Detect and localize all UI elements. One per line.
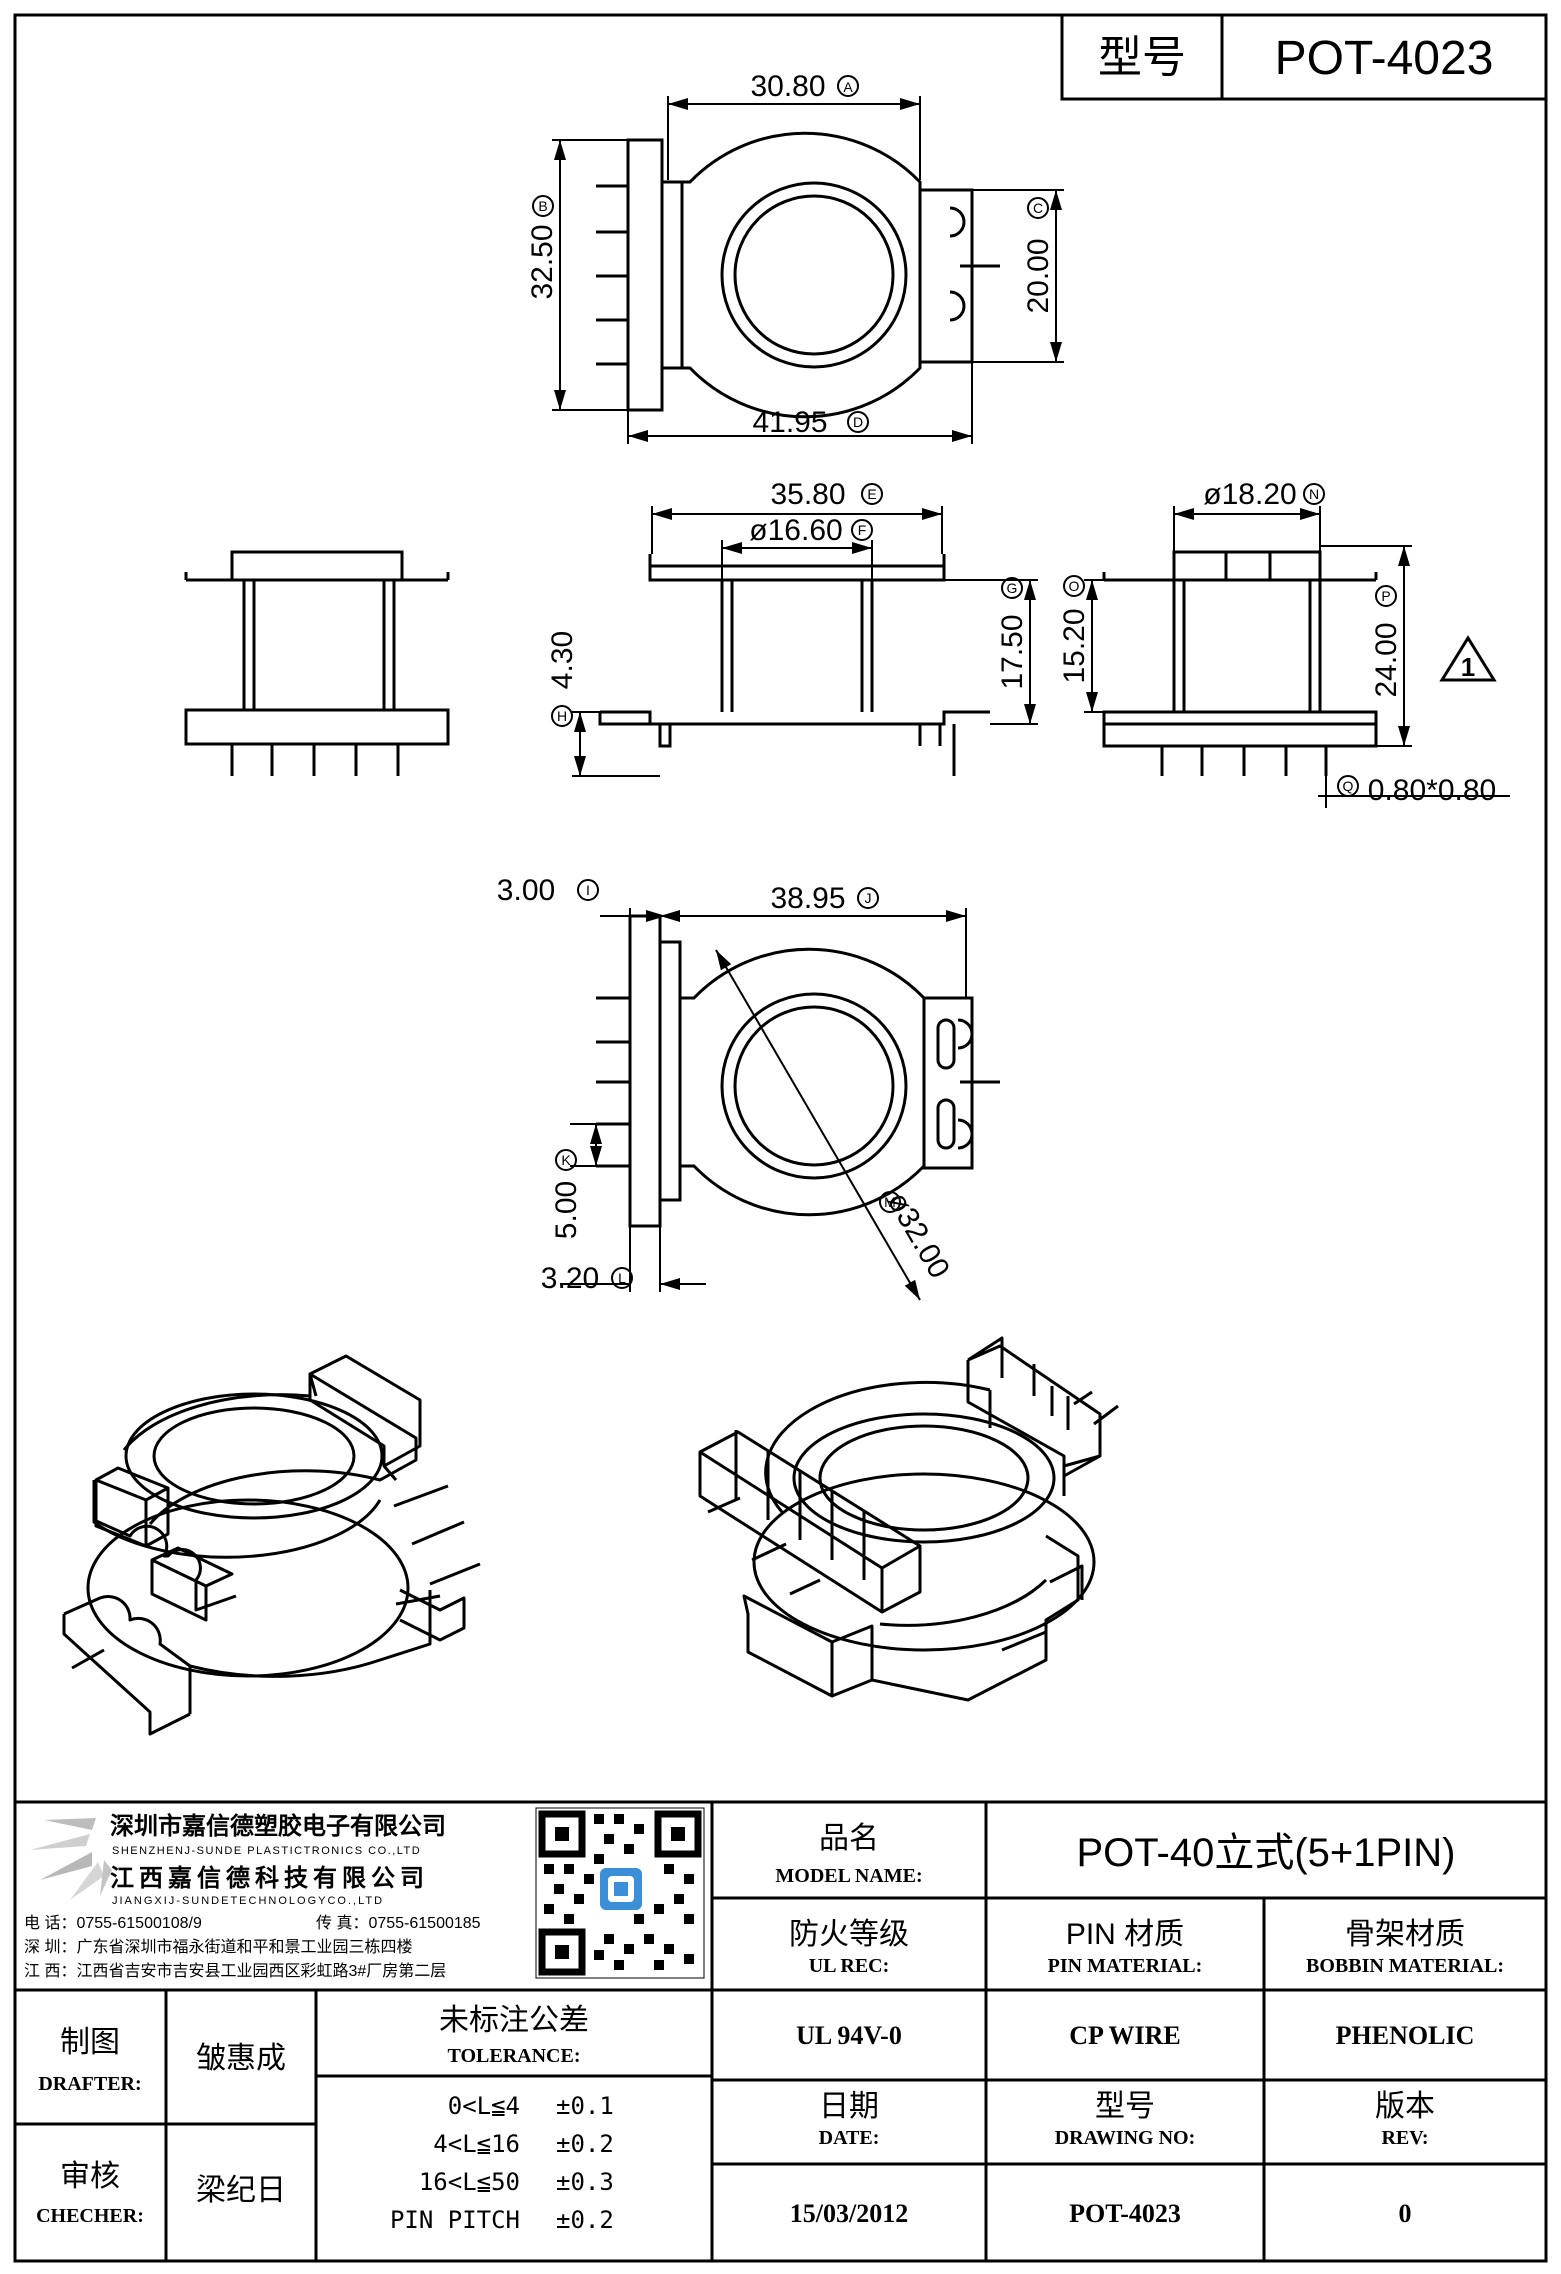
drafter-label-en: DRAFTER:: [38, 2073, 141, 2095]
company-addr-sz: 深 圳：广东省深圳市福永街道和平和景工业园三栋四楼: [24, 1938, 412, 1956]
bobbin-label-cn: 骨架材质: [1345, 1918, 1465, 1951]
company-addr-jx: 江 西：江西省吉安市吉安县工业园西区彩虹路3#厂房第二层: [24, 1962, 446, 1980]
dim-l: 3.20: [541, 1262, 599, 1295]
dim-c: 20.00: [1022, 238, 1055, 313]
model-name-label-cn: 品名: [819, 1822, 879, 1855]
tolerance-value-2: ±0.2: [556, 2130, 614, 2158]
rev-label-en: REV:: [1381, 2127, 1428, 2149]
tolerance-label-en: TOLERANCE:: [448, 2045, 581, 2067]
tolerance-value-1: ±0.1: [556, 2092, 614, 2120]
dim-e-tag: E: [867, 486, 876, 502]
dim-j-tag: J: [865, 890, 872, 906]
drawing-label-en: DRAWING NO:: [1055, 2127, 1196, 2149]
checker-name: 梁纪日: [196, 2174, 286, 2207]
checker-label-en: CHECHER:: [36, 2205, 144, 2227]
drafter-label-cn: 制图: [60, 2026, 120, 2059]
rev-value: 0: [1399, 2199, 1412, 2228]
bottom-view-dims: [560, 908, 967, 1301]
company-fax: 传 真：0755-61500185: [316, 1914, 481, 1932]
dim-g: 17.50: [996, 614, 1029, 689]
date-label-cn: 日期: [819, 2090, 879, 2123]
date-value: 15/03/2012: [790, 2199, 908, 2228]
tolerance-value-4: ±0.2: [556, 2206, 614, 2234]
bottom-view: [596, 914, 1000, 1228]
model-name-value: POT-40立式(5+1PIN): [1076, 1831, 1455, 1875]
isometric-view-2: [698, 1336, 1119, 1702]
dim-f: ø16.60: [749, 514, 842, 547]
dim-f-tag: F: [858, 522, 867, 538]
warning-symbol: 1: [1461, 652, 1475, 682]
company-phone: 电 话：0755-61500108/9: [24, 1914, 202, 1932]
date-label-en: DATE:: [819, 2127, 880, 2149]
dim-d-tag: D: [853, 414, 863, 430]
drawing-label-cn: 型号: [1095, 2090, 1155, 2123]
company2-name-cn: 江西嘉信德科技有限公司: [110, 1864, 429, 1892]
rev-label-cn: 版本: [1375, 2090, 1435, 2123]
dim-p: 24.00: [1370, 622, 1403, 697]
front-middle-dims: [572, 506, 1038, 777]
dim-l-tag: L: [618, 1270, 626, 1286]
dim-m-tag: M: [884, 1194, 896, 1210]
tolerance-range-3: 16<L≦50: [419, 2168, 520, 2196]
ul-label-cn: 防火等级: [789, 1918, 909, 1951]
dim-g-tag: G: [1007, 580, 1018, 596]
dim-i: 3.00: [497, 874, 555, 907]
company2-name-en: JIANGXIJ-SUNDETECHNOLOGYCO.,LTD: [112, 1895, 384, 1907]
dim-i-tag: I: [586, 882, 590, 898]
tolerance-range-4: PIN PITCH: [390, 2206, 520, 2234]
bobbin-value: PHENOLIC: [1336, 2021, 1475, 2050]
header-box: 型号 POT-4023: [1060, 13, 1548, 101]
dim-n: ø18.20: [1203, 478, 1296, 511]
dim-k: 5.00: [550, 1181, 583, 1239]
pin-value: CP WIRE: [1069, 2021, 1181, 2050]
dim-b-tag: B: [538, 198, 547, 214]
front-view-left: [184, 550, 450, 776]
qr-code: [535, 1807, 705, 1979]
company-name-cn: 深圳市嘉信德塑胶电子有限公司: [110, 1812, 446, 1840]
dim-b: 32.50: [526, 224, 559, 299]
front-view-middle: [598, 554, 990, 776]
dim-o-tag: O: [1069, 578, 1080, 594]
side-view-dims: [1084, 506, 1510, 808]
model-name-label-en: MODEL NAME:: [775, 1865, 922, 1887]
header-model: POT-4023: [1275, 32, 1494, 85]
drawing-value: POT-4023: [1069, 2199, 1181, 2228]
dim-q: 0.80*0.80: [1368, 774, 1496, 807]
company-logo: [30, 1818, 112, 1900]
sheet-border: [13, 13, 1548, 2263]
tolerance-range-2: 4<L≦16: [433, 2130, 520, 2158]
dim-h-tag: H: [557, 708, 567, 724]
dim-n-tag: N: [1309, 486, 1319, 502]
dim-a-tag: A: [843, 79, 853, 95]
dim-p-tag: P: [1381, 588, 1390, 604]
dim-c-tag: C: [1033, 200, 1043, 216]
dim-o: 15.20: [1058, 608, 1091, 683]
side-view-right: [1102, 550, 1378, 776]
dim-k-tag: K: [561, 1152, 571, 1168]
dim-d: 41.95: [752, 406, 827, 439]
isometric-view-1: [62, 1354, 481, 1736]
title-block: [15, 1800, 1546, 2261]
checker-label-cn: 审核: [60, 2160, 120, 2193]
dim-e: 35.80: [770, 478, 845, 511]
pin-label-cn: PIN 材质: [1066, 1918, 1184, 1951]
bobbin-label-en: BOBBIN MATERIAL:: [1306, 1955, 1504, 1977]
pin-label-en: PIN MATERIAL:: [1048, 1955, 1203, 1977]
dim-h: 4.30: [546, 631, 579, 689]
ul-value: UL 94V-0: [796, 2021, 902, 2050]
top-view-dims: [552, 96, 1064, 444]
company-name-en: SHENZHENJ-SUNDE PLASTICTRONICS CO.,LTD: [112, 1845, 421, 1857]
tolerance-range-1: 0<L≦4: [448, 2092, 520, 2120]
header-label: 型号: [1098, 33, 1186, 82]
top-view: [596, 131, 1000, 419]
ul-label-en: UL REC:: [809, 1955, 890, 1977]
tolerance-value-3: ±0.3: [556, 2168, 614, 2196]
tolerance-label-cn: 未标注公差: [439, 2004, 589, 2037]
dim-j: 38.95: [770, 882, 845, 915]
dim-q-tag: Q: [1343, 778, 1354, 794]
warning-icon: 1: [1439, 635, 1497, 682]
drafter-name: 皱惠成: [196, 2042, 286, 2075]
dim-a: 30.80: [750, 70, 825, 103]
